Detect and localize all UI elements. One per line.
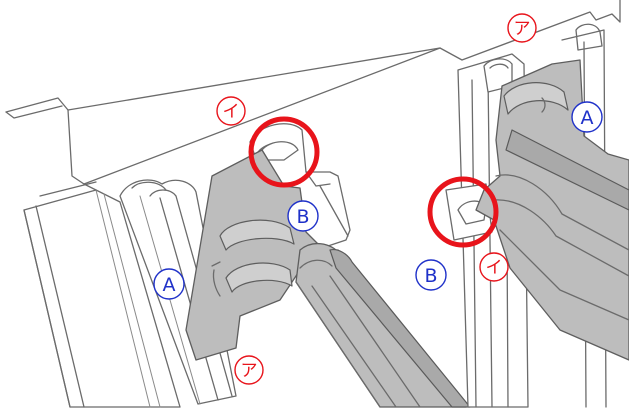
label-a-circled-left-text: A bbox=[163, 274, 176, 296]
highlight-circle-left bbox=[248, 116, 320, 188]
label-i-middle-right-text: イ bbox=[486, 258, 503, 278]
label-a-circled-right-text: A bbox=[581, 107, 594, 129]
label-i-top-left-text: イ bbox=[223, 102, 240, 122]
label-a-top-right: ア bbox=[507, 13, 537, 43]
label-a-circled-right: A bbox=[571, 101, 603, 133]
cabinet-frame bbox=[5, 0, 621, 408]
label-a-bottom-left-text: ア bbox=[241, 361, 258, 381]
left-shelf-arm bbox=[295, 243, 471, 408]
label-i-middle-right: イ bbox=[479, 252, 509, 282]
label-a-top-right-text: ア bbox=[514, 19, 531, 39]
label-a-bottom-left: ア bbox=[234, 355, 264, 385]
label-b-circled-right: B bbox=[415, 259, 447, 291]
label-a-circled-left: A bbox=[153, 268, 185, 300]
label-b-circled-left: B bbox=[287, 200, 319, 232]
highlight-circles bbox=[248, 116, 499, 248]
highlight-circle-right bbox=[427, 176, 499, 248]
right-shelf-support bbox=[475, 59, 629, 361]
callout-labels: ア イ A B A B イ bbox=[153, 13, 603, 385]
label-i-top-left: イ bbox=[216, 96, 246, 126]
label-b-circled-right-text: B bbox=[424, 265, 437, 287]
left-shelf-support bbox=[185, 149, 351, 361]
label-b-circled-left-text: B bbox=[296, 206, 309, 228]
